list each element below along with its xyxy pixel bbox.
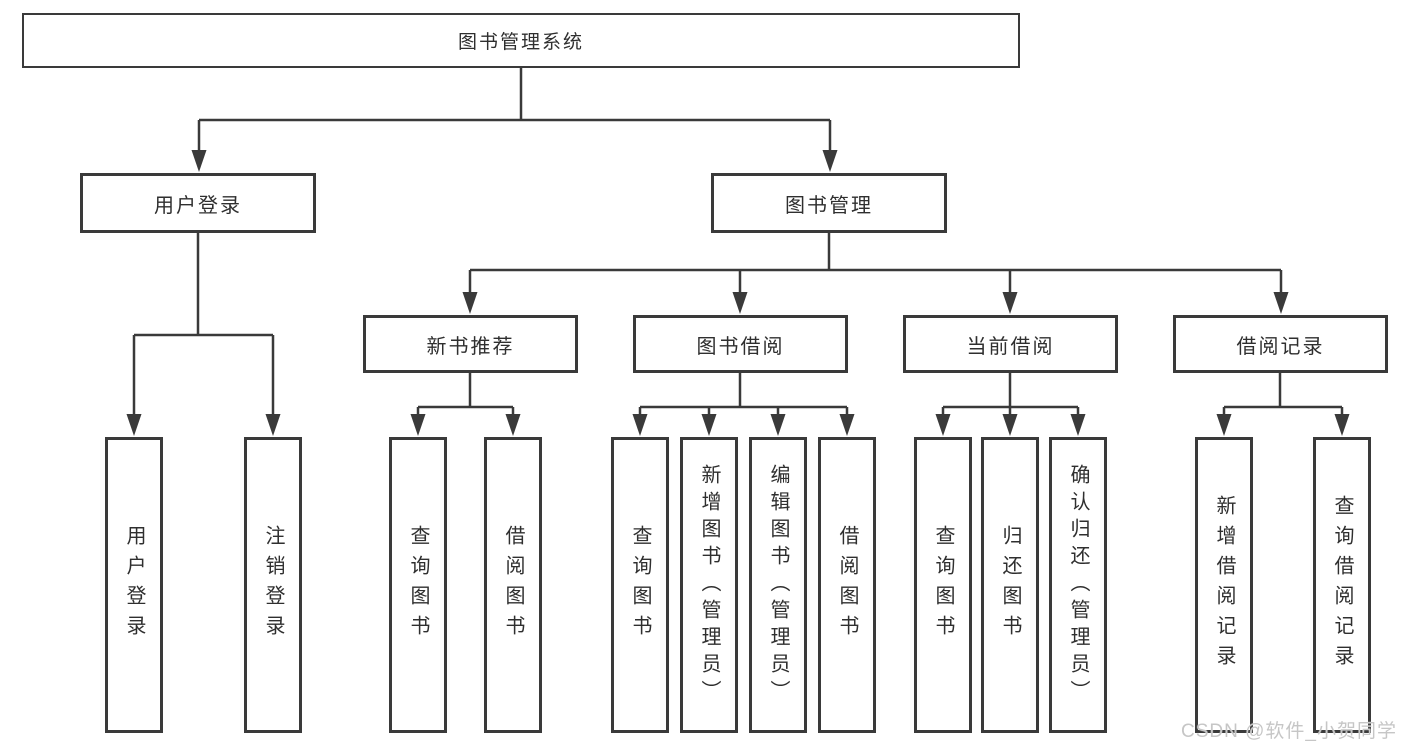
leaf-query-borrow-record: 查询借阅记录 [1313, 437, 1371, 733]
node-borrowing-records: 借阅记录 [1173, 315, 1388, 373]
leaf-user-login: 用户登录 [105, 437, 163, 733]
leaf-logout-login: 注销登录 [244, 437, 302, 733]
leaf-recommend-query-books: 查询图书 [389, 437, 447, 733]
watermark: CSDN @软件_小贺同学 [1181, 721, 1397, 742]
leaf-recommend-borrow-books: 借阅图书 [484, 437, 542, 733]
node-current-borrowing: 当前借阅 [903, 315, 1118, 373]
node-new-book-recommend: 新书推荐 [363, 315, 578, 373]
leaf-add-books-admin: 新增图书（管理员） [680, 437, 738, 733]
leaf-current-query-books: 查询图书 [914, 437, 972, 733]
arrowheads [126, 150, 1350, 436]
leaf-confirm-return-admin: 确认归还（管理员） [1049, 437, 1107, 733]
node-user-login: 用户登录 [80, 173, 316, 233]
leaf-add-borrow-record: 新增借阅记录 [1195, 437, 1253, 733]
leaf-edit-books-admin: 编辑图书（管理员） [749, 437, 807, 733]
leaf-borrowing-query-books: 查询图书 [611, 437, 669, 733]
leaf-return-books: 归还图书 [981, 437, 1039, 733]
node-book-management: 图书管理 [711, 173, 947, 233]
node-library-management-system: 图书管理系统 [22, 13, 1020, 68]
node-book-borrowing: 图书借阅 [633, 315, 848, 373]
leaf-borrow-books: 借阅图书 [818, 437, 876, 733]
